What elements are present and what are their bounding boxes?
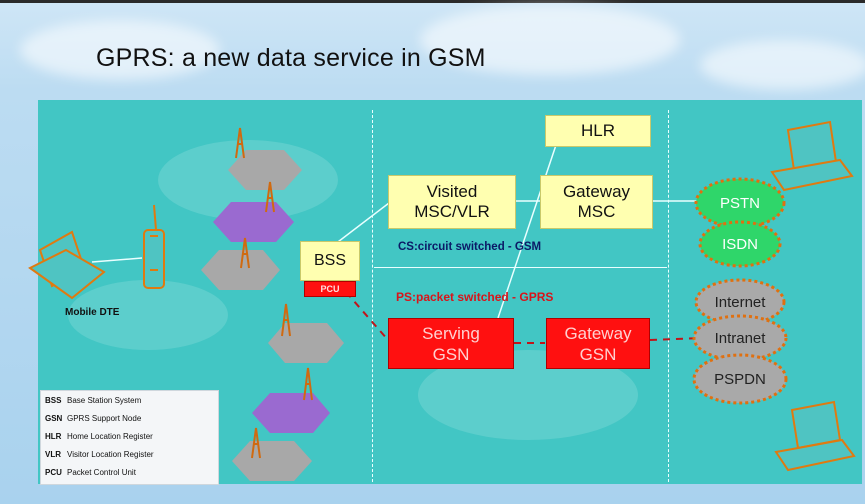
computer-icon — [774, 400, 856, 472]
hlr-box: HLR — [545, 115, 651, 147]
antenna-icons — [235, 127, 313, 459]
pcu-box: PCU — [304, 281, 356, 297]
connection-lines — [91, 144, 698, 319]
bss-box: BSS — [300, 241, 360, 281]
cs-label: CS:circuit switched - GSM — [398, 241, 542, 253]
top-rule — [0, 0, 865, 3]
cell-hexagons — [201, 150, 344, 481]
mobile-dte-label: Mobile DTE — [65, 307, 120, 318]
mobile-phone-icon — [143, 204, 165, 289]
separator-dashed — [668, 110, 669, 482]
isdn-cloud: ISDN — [722, 235, 758, 253]
intranet-cloud: Intranet — [714, 329, 766, 347]
separator-dashed — [372, 110, 373, 482]
laptop-icon — [28, 230, 106, 300]
sky-cloud — [700, 40, 865, 90]
slide-title: GPRS: a new data service in GSM — [96, 44, 486, 72]
ps-label: PS:packet switched - GPRS — [396, 290, 554, 304]
cloud-shapes — [692, 177, 788, 405]
pspdn-cloud: PSPDN — [714, 370, 766, 388]
sky-cloud — [20, 20, 220, 80]
computer-icon — [770, 120, 854, 192]
cs-ps-divider — [374, 267, 667, 268]
internet-cloud: Internet — [714, 293, 766, 311]
sky-cloud — [420, 5, 680, 75]
pstn-cloud: PSTN — [719, 194, 760, 212]
